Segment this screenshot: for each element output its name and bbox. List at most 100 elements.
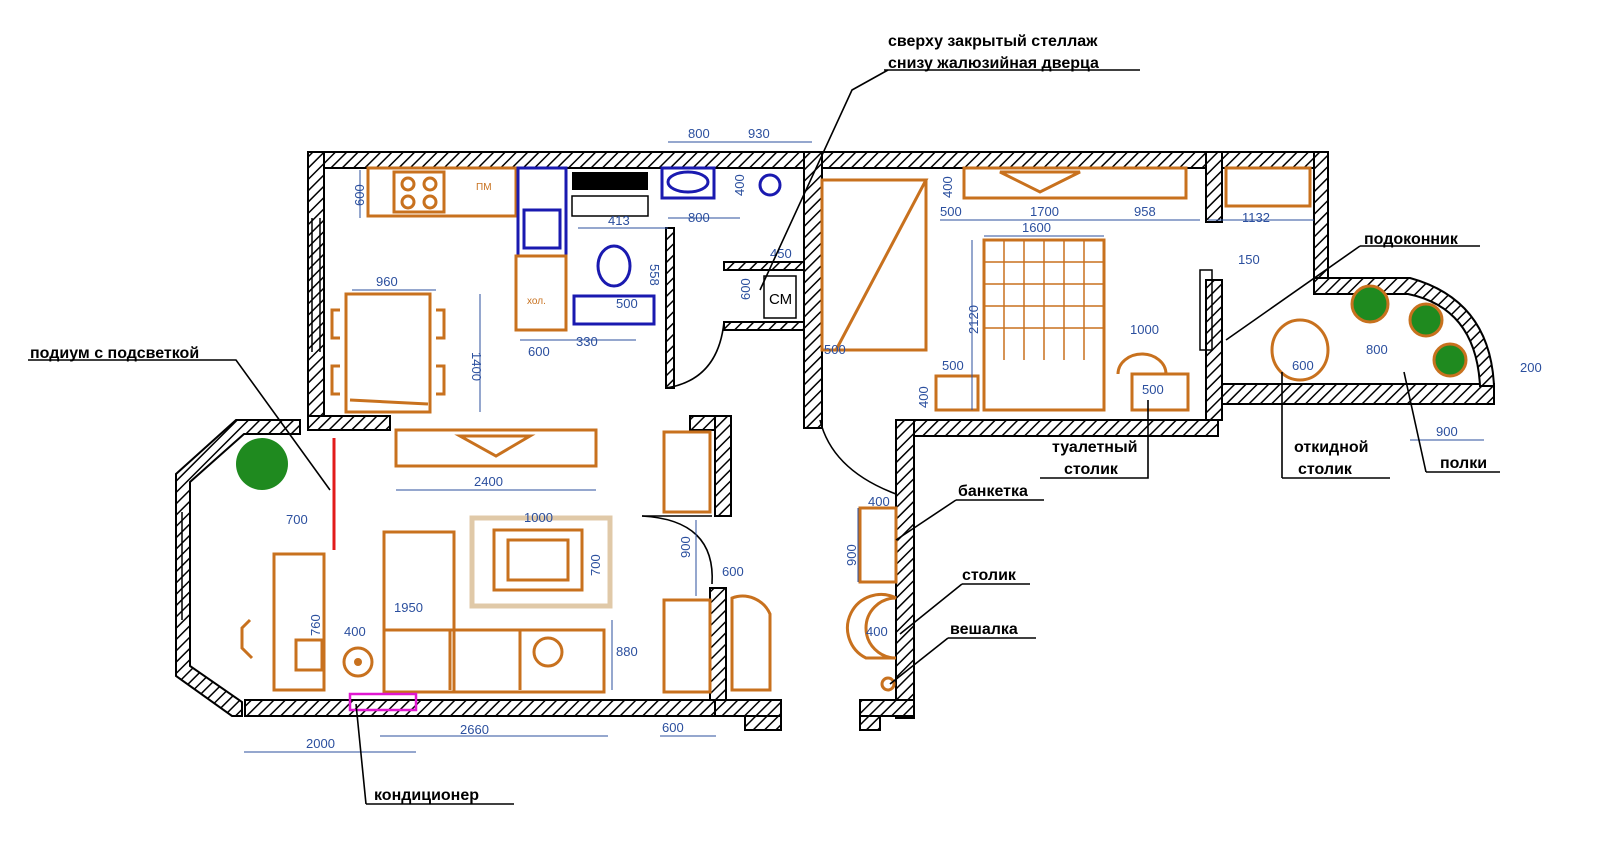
hood-icon	[572, 172, 648, 190]
washbasin-icon	[660, 166, 716, 200]
dimension-label: 2000	[306, 736, 335, 751]
dimension-label: 500	[824, 342, 846, 357]
dimension-label: 600	[722, 564, 744, 579]
washing-machine-icon	[763, 275, 797, 319]
shower-tray-icon	[572, 294, 656, 326]
dishwasher-label: ПМ	[476, 182, 492, 193]
hall-wardrobe-bottom	[662, 598, 712, 694]
dimension-label: 2120	[966, 305, 981, 334]
annotation-shelf-top: сверху закрытый стеллаж	[888, 33, 1098, 50]
dimension-label: 2660	[460, 722, 489, 737]
dimension-label: 700	[588, 554, 603, 576]
dimension-label: 1950	[394, 600, 423, 615]
dimension-label: 600	[352, 184, 367, 206]
dimension-label: 960	[376, 274, 398, 289]
living-room	[236, 428, 772, 712]
loggia-shelf	[1224, 166, 1312, 208]
corridor-furniture	[820, 178, 929, 692]
dining-table	[344, 292, 432, 414]
vanity-icon	[1130, 372, 1190, 412]
annotation-shelves: полки	[1440, 455, 1487, 472]
dimension-label: 413	[608, 213, 630, 228]
annotation-vanity-2: столик	[1064, 461, 1119, 478]
stove-icon	[392, 170, 446, 214]
dimension-label: 800	[688, 210, 710, 225]
annotations: сверху закрытый стеллаж снизу жалюзийная…	[30, 33, 1487, 804]
dimension-label: 900	[678, 536, 693, 558]
leader-lines	[28, 69, 1500, 805]
plant-icon	[1432, 342, 1468, 378]
stove-counter	[366, 166, 518, 218]
bedroom-wardrobe	[962, 166, 1188, 200]
dimension-label: 400	[344, 624, 366, 639]
desk	[272, 552, 326, 692]
vanity-chair	[1116, 352, 1168, 375]
dimension-label: 500	[1142, 382, 1164, 397]
kitchen: ПМ хол.	[330, 166, 649, 414]
annotation-folding-table: откидной	[1294, 439, 1368, 456]
hanger-icon	[880, 676, 896, 692]
kitchen-window	[311, 218, 321, 352]
hall-wardrobe-top	[662, 430, 712, 514]
nightstand-left	[934, 374, 980, 412]
dimension-label: 958	[1134, 204, 1156, 219]
dimension-label: 1400	[469, 352, 484, 381]
washer-label: СМ	[769, 291, 792, 308]
coffee-table	[492, 528, 584, 592]
dimension-label: 2400	[474, 474, 503, 489]
dimension-label: 500	[942, 358, 964, 373]
annotation-side-table: столик	[962, 567, 1017, 584]
bedroom	[934, 166, 1468, 412]
ac-unit-icon	[348, 692, 418, 712]
dimension-label: 150	[1238, 252, 1260, 267]
dimension-label: 400	[732, 174, 747, 196]
side-table-icon	[845, 592, 897, 660]
dimension-label: 330	[576, 334, 598, 349]
dimension-lines	[244, 141, 1484, 753]
plant-icon	[1350, 284, 1390, 324]
annotation-shelf-bottom: снизу жалюзийная дверца	[888, 55, 1099, 72]
wardrobe	[820, 178, 928, 352]
tv-console	[394, 428, 598, 468]
dimension-label: 930	[748, 126, 770, 141]
annotation-ac: кондиционер	[374, 787, 479, 804]
dimension-label: 558	[647, 264, 662, 286]
dimension-label: 800	[688, 126, 710, 141]
folding-table-icon	[1270, 318, 1330, 382]
dimension-label: 600	[738, 278, 753, 300]
dimension-label: 400	[916, 386, 931, 408]
annotation-windowsill: подоконник	[1364, 231, 1459, 248]
dimension-label: 1000	[1130, 322, 1159, 337]
dimension-label: 450	[770, 246, 792, 261]
bathroom: СМ	[572, 166, 797, 326]
fridge-icon	[514, 254, 568, 332]
dimension-label: 900	[844, 544, 859, 566]
floor-lamp-icon	[342, 646, 374, 678]
dimension-label: 400	[866, 624, 888, 639]
annotation-podium: подиум с подсветкой	[30, 345, 199, 362]
dimension-label: 600	[528, 344, 550, 359]
dimension-label: 800	[1366, 342, 1388, 357]
dimension-label: 600	[662, 720, 684, 735]
dimension-label: 1132	[1242, 210, 1270, 225]
plant-icon	[236, 438, 288, 490]
dimension-label: 760	[308, 614, 323, 636]
dimension-label: 880	[616, 644, 638, 659]
monitor-icon	[294, 638, 324, 672]
annotation-vanity: туалетный	[1052, 439, 1137, 456]
annotation-bench: банкетка	[958, 483, 1028, 500]
dimension-label: 600	[1292, 358, 1314, 373]
dimension-label: 400	[940, 176, 955, 198]
dimension-label: 200	[1520, 360, 1542, 375]
desk-chair	[240, 618, 254, 660]
walls	[175, 151, 1496, 731]
dimension-labels: 800 930 600 413 800 400 450 558 500 600 …	[286, 126, 1542, 751]
dimension-label: 1700	[1030, 204, 1059, 219]
dimension-label: 500	[940, 204, 962, 219]
rug	[469, 515, 613, 609]
annotation-hanger: вешалка	[950, 621, 1018, 638]
hall-cabinet	[730, 594, 772, 692]
dimension-label: 1600	[1022, 220, 1051, 235]
plant-icon	[1408, 302, 1444, 338]
